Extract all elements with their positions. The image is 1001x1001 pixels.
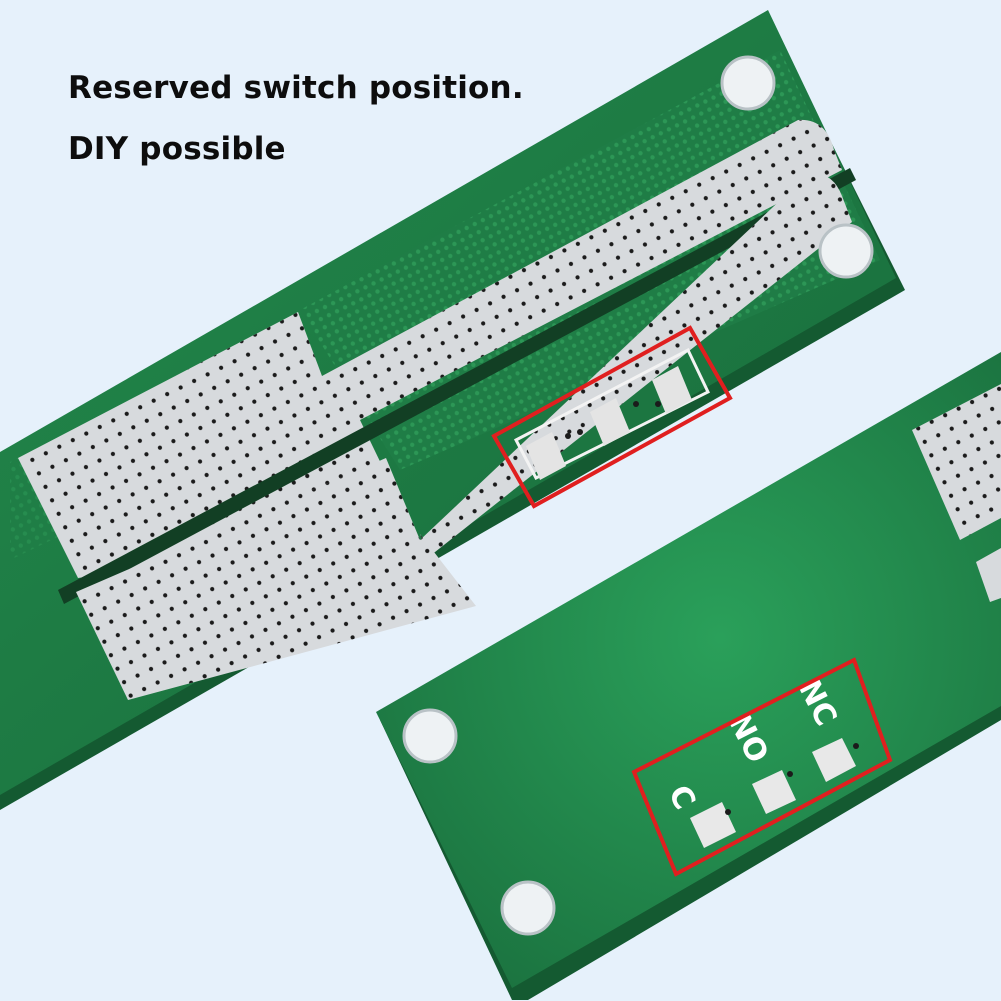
lower-pcb-board: C NO NC: [376, 352, 1001, 1000]
lower-switch-footprint: [690, 738, 859, 848]
highlight-box-icon: [631, 657, 893, 877]
caption-title: Reserved switch position.: [68, 70, 524, 106]
switch-pad-icon: [812, 738, 856, 782]
switch-pad-icon: [752, 770, 796, 814]
switch-pad-icon: [526, 432, 566, 480]
mounting-hole-icon: [818, 223, 874, 279]
switch-pad-icon: [590, 398, 630, 446]
highlight-box-icon: [491, 325, 733, 509]
caption-subtitle: DIY possible: [68, 131, 286, 167]
upper-nickel-strip: [18, 119, 842, 578]
mounting-hole-icon: [402, 708, 458, 764]
mounting-hole-icon: [720, 55, 776, 111]
upper-pcb-board: [0, 10, 905, 810]
lower-nickel-strip: [76, 173, 852, 700]
upper-switch-footprint: [513, 347, 710, 480]
switch-pad-icon: [690, 802, 736, 848]
mounting-hole-icon: [500, 880, 556, 936]
side-nickel-strip: [912, 384, 1001, 602]
switch-pad-icon: [652, 366, 692, 414]
